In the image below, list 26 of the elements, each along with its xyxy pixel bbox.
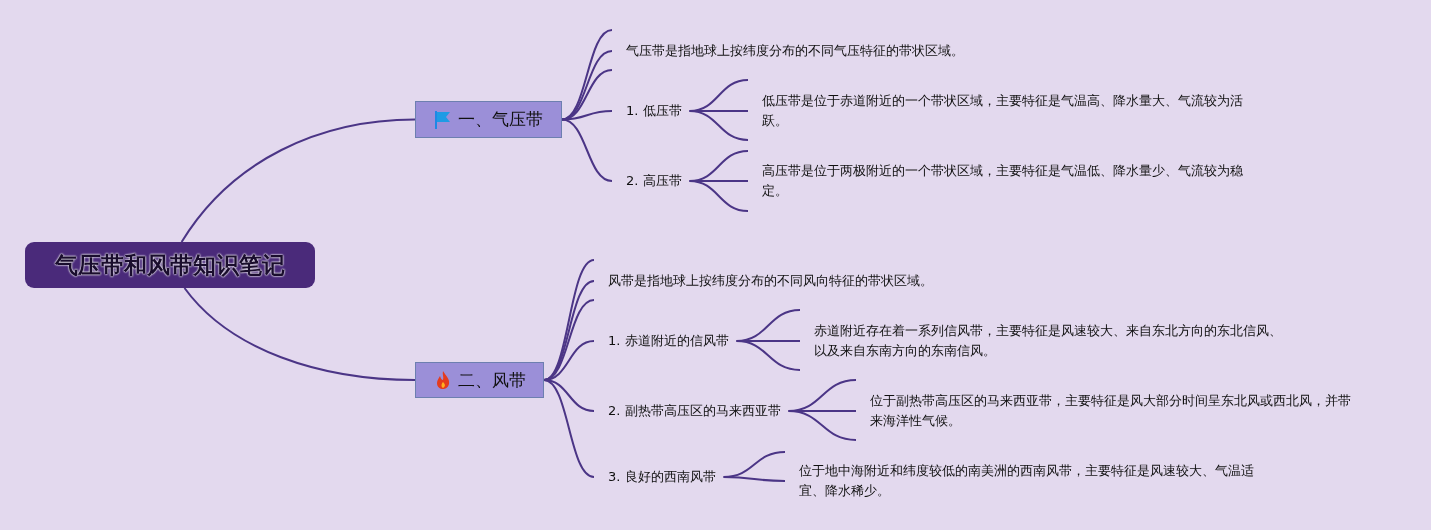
topic-text: 赤道附近存在着一系列信风带，主要特征是风速较大、来自东北方向的东北信风、以及来自东南方向的东南信风。	[800, 321, 1284, 361]
topic-text: 风带是指地球上按纬度分布的不同风向特征的带状区域。	[594, 271, 935, 291]
topic-text: 1. 赤道附近的信风带	[594, 331, 729, 351]
branch-line	[543, 379, 595, 478]
branch-line	[180, 118, 416, 243]
branch-line	[688, 110, 749, 141]
branch-line	[183, 287, 416, 381]
topic-text: 2. 高压带	[612, 171, 682, 191]
branch-line	[561, 118, 613, 182]
topic-text: 位于副热带高压区的马来西亚带，主要特征是风大部分时间呈东北风或西北风，并带来海洋性气候。	[856, 391, 1353, 431]
branch-line	[722, 476, 786, 482]
topic-text: 3. 良好的西南风带	[594, 467, 716, 487]
topic-text: 高压带是位于两极附近的一个带状区域，主要特征是气温低、降水量少、气流较为稳定。	[748, 161, 1245, 201]
branch-line	[735, 340, 801, 371]
branch-line	[787, 410, 857, 441]
topic-text: 2. 副热带高压区的马来西亚带	[594, 401, 781, 421]
branch-line	[688, 180, 749, 212]
branch-line	[561, 110, 613, 121]
topic-text: 低压带是位于赤道附近的一个带状区域，主要特征是气温高、降水量大、气流较为活跃。	[748, 91, 1245, 131]
topic-text: 气压带是指地球上按纬度分布的不同气压特征的带状区域。	[612, 41, 966, 61]
branch-line	[543, 280, 595, 381]
topic-text: 1. 低压带	[612, 101, 682, 121]
central-topic-box: 气压带和风带知识笔记	[25, 242, 315, 288]
topic-text: 位于地中海附近和纬度较低的南美洲的西南风带，主要特征是风速较大、气温适宜、降水稀少。	[785, 461, 1256, 501]
topic-box: 二、风带	[415, 362, 544, 398]
topic-box: 一、气压带	[415, 101, 562, 138]
